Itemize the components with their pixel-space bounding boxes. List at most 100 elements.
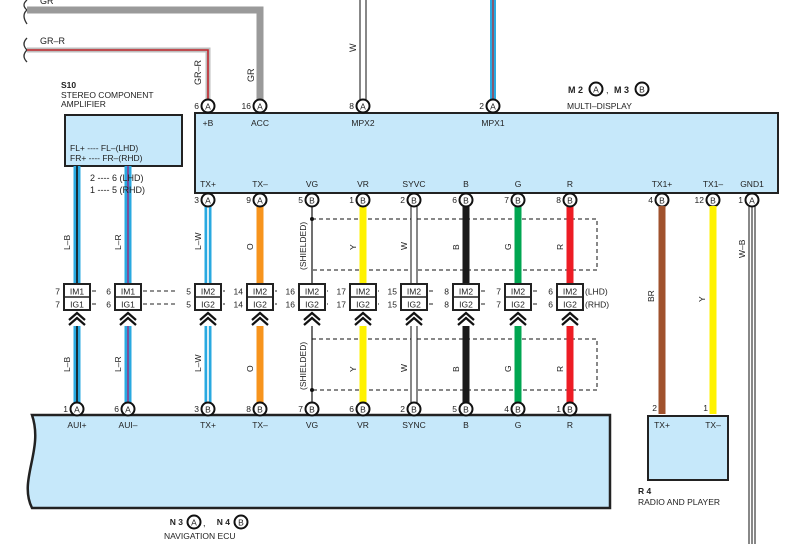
junction-pin: 8 xyxy=(444,300,449,310)
chevron-up-icon xyxy=(405,311,423,326)
terminal-label: R xyxy=(567,420,573,430)
junction-ig: IG2 xyxy=(356,300,370,310)
connector-letter: B xyxy=(463,405,469,415)
wire-label: R xyxy=(555,244,565,250)
connector-circle xyxy=(485,98,501,114)
wave-break-icon xyxy=(23,0,29,25)
wire-label: Y xyxy=(348,366,358,372)
junction-ig: IG2 xyxy=(459,300,473,310)
multi-display-conn-a-circle xyxy=(588,81,604,97)
terminal-label: TX1– xyxy=(703,179,724,189)
terminal-label: TX+ xyxy=(200,179,216,189)
junction-pin: 15 xyxy=(388,287,398,297)
terminal-label: TX– xyxy=(705,420,721,430)
junction-connector xyxy=(194,283,222,311)
navigation-ecu-name: NAVIGATION ECU xyxy=(164,531,235,541)
pin-number: 16 xyxy=(242,101,252,111)
wire-label-gr-r: GR–R xyxy=(40,36,66,46)
junction-connector xyxy=(452,283,480,311)
connector-letter: B xyxy=(567,196,573,206)
pin-number: 8 xyxy=(246,404,251,414)
connector-circle xyxy=(200,401,216,417)
junction-pin: 17 xyxy=(337,287,347,297)
junction-ig: IG2 xyxy=(253,300,267,310)
terminal-label: ACC xyxy=(251,118,269,128)
pin-number: 9 xyxy=(246,195,251,205)
wire-label: L–B xyxy=(62,235,72,250)
junction-connector xyxy=(556,283,584,311)
wire-gr-r-stripe xyxy=(27,49,209,100)
junction-ig: IG1 xyxy=(121,300,135,310)
connector-letter: B xyxy=(205,405,211,415)
junction-pin: 6 xyxy=(548,300,553,310)
terminal-label: G xyxy=(515,420,522,430)
pin-number: 8 xyxy=(556,195,561,205)
terminal-label: B xyxy=(463,420,469,430)
multi-display-conn-b-letter: B xyxy=(639,85,645,95)
terminal-label: SYNC xyxy=(402,420,426,430)
pin-number: 7 xyxy=(504,195,509,205)
junction-im: IM1 xyxy=(121,287,135,297)
junction-im: IM2 xyxy=(459,287,473,297)
terminal-label: MPX1 xyxy=(481,118,504,128)
wire-label: R xyxy=(555,366,565,372)
terminal-label: MPX2 xyxy=(351,118,374,128)
junction-pin: 8 xyxy=(444,287,449,297)
pin-number: 8 xyxy=(349,101,354,111)
wire-label: W–B xyxy=(737,239,747,258)
pin-number: 1 xyxy=(556,404,561,414)
terminal-label: VR xyxy=(357,179,369,189)
junction-connector xyxy=(114,283,142,311)
chevron-up-icon xyxy=(68,311,86,326)
connector-letter: A xyxy=(490,102,496,112)
wire-label: G xyxy=(503,365,513,372)
pin-number: 3 xyxy=(194,404,199,414)
multi-display-box xyxy=(194,112,779,194)
chevron-up-icon xyxy=(457,311,475,326)
junction-im: IM2 xyxy=(253,287,267,297)
junction-im: IM2 xyxy=(305,287,319,297)
junction-pin: 16 xyxy=(286,287,296,297)
connector-circle xyxy=(304,192,320,208)
connector-circle xyxy=(200,98,216,114)
connector-circle xyxy=(355,401,371,417)
amplifier-internal: FL+ ---- FL–(LHD) xyxy=(70,143,138,153)
terminal-label: G xyxy=(515,179,522,189)
navigation-ecu-conn-a-circle xyxy=(186,514,202,530)
connector-circle xyxy=(458,401,474,417)
connector-letter: B xyxy=(257,405,263,415)
shield-box-lower xyxy=(311,338,598,391)
junction-pin: 17 xyxy=(337,300,347,310)
junction-im: IM2 xyxy=(201,287,215,297)
terminal-label: GND1 xyxy=(740,179,764,189)
wire-label: W xyxy=(399,242,409,250)
connector-circle xyxy=(355,192,371,208)
lhd-label: (LHD) xyxy=(585,287,608,297)
multi-display-code-b: M 3 xyxy=(614,85,629,95)
junction-pin: 6 xyxy=(106,300,111,310)
navigation-ecu-code-a: N 3 xyxy=(170,517,184,527)
terminal-label: SYVC xyxy=(402,179,425,189)
amplifier-internal: FR+ ---- FR–(RHD) xyxy=(70,153,143,163)
navigation-ecu-conn-b-circle xyxy=(233,514,249,530)
connector-letter: B xyxy=(411,196,417,206)
wire-label: L–W xyxy=(193,233,203,250)
wire-label: O xyxy=(245,365,255,372)
junction-im: IM1 xyxy=(70,287,84,297)
pin-number: 6 xyxy=(452,195,457,205)
pin-number: 3 xyxy=(194,195,199,205)
connector-circle xyxy=(120,401,136,417)
pin-number: 2 xyxy=(400,195,405,205)
wire-label: BR xyxy=(646,290,656,302)
wire-label-gr-r-vertical: GR–R xyxy=(193,59,203,85)
connector-letter: B xyxy=(515,405,521,415)
terminal-label: TX– xyxy=(252,179,268,189)
chevron-up-icon xyxy=(199,311,217,326)
wire-label: G xyxy=(503,243,513,250)
amplifier-name: STEREO COMPONENT xyxy=(61,90,154,100)
pin-number: 2 xyxy=(652,403,657,413)
junction-connector xyxy=(246,283,274,311)
pin-number: 4 xyxy=(648,195,653,205)
connector-letter: B xyxy=(309,405,315,415)
